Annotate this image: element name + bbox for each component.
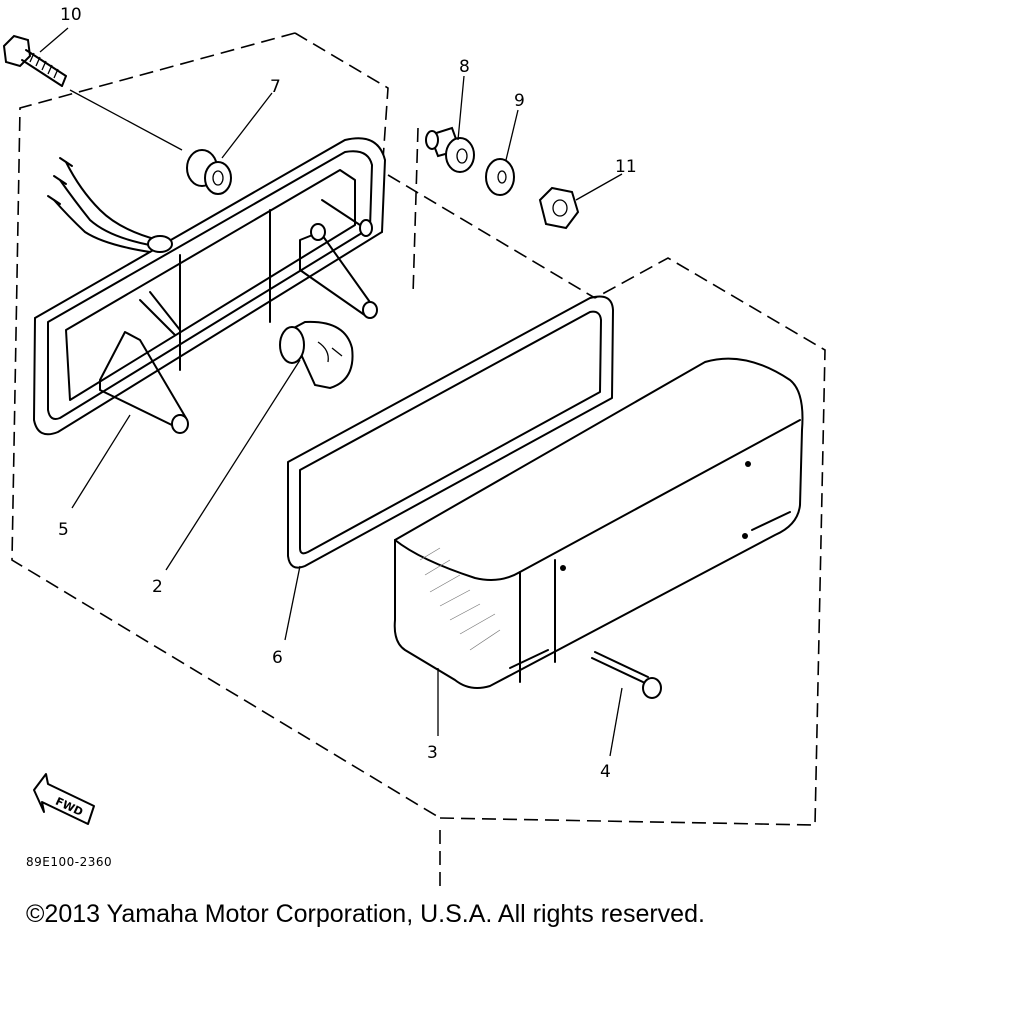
part-7-grommet: [186, 149, 232, 195]
drawing-code: 89E100-2360: [26, 855, 112, 869]
fwd-arrow-icon: FWD: [33, 773, 95, 825]
part-6-gasket: [287, 295, 614, 569]
part-5-lamp-base: [32, 137, 387, 436]
copyright-notice: ©2013 Yamaha Motor Corporation, U.S.A. A…: [26, 900, 705, 928]
callout-2: 2: [152, 577, 163, 597]
callout-8: 8: [459, 57, 470, 77]
callout-10: 10: [60, 5, 82, 25]
callout-3: 3: [427, 743, 438, 763]
assembly-boundary: [11, 32, 826, 888]
exploded-parts-diagram: 10 7 8 9 11 5 2 6 3 4 FWD 89E100-2360: [2, 5, 826, 888]
callout-4: 4: [600, 762, 611, 782]
callout-9: 9: [514, 91, 525, 111]
callout-5: 5: [58, 520, 69, 540]
part-2-bulb: [279, 320, 354, 390]
part-11-nut: [538, 186, 580, 230]
part-9-washer: [485, 158, 515, 196]
leader-lines: [39, 27, 623, 757]
part-8-collar: [425, 126, 475, 173]
part-4-screw: [591, 651, 662, 699]
callout-labels: 10 7 8 9 11 5 2 6 3 4: [58, 5, 637, 782]
part-10-bolt: [2, 34, 67, 87]
callout-11: 11: [615, 157, 637, 177]
callout-7: 7: [270, 77, 281, 97]
callout-6: 6: [272, 648, 283, 668]
part-3-lens: [393, 357, 804, 689]
